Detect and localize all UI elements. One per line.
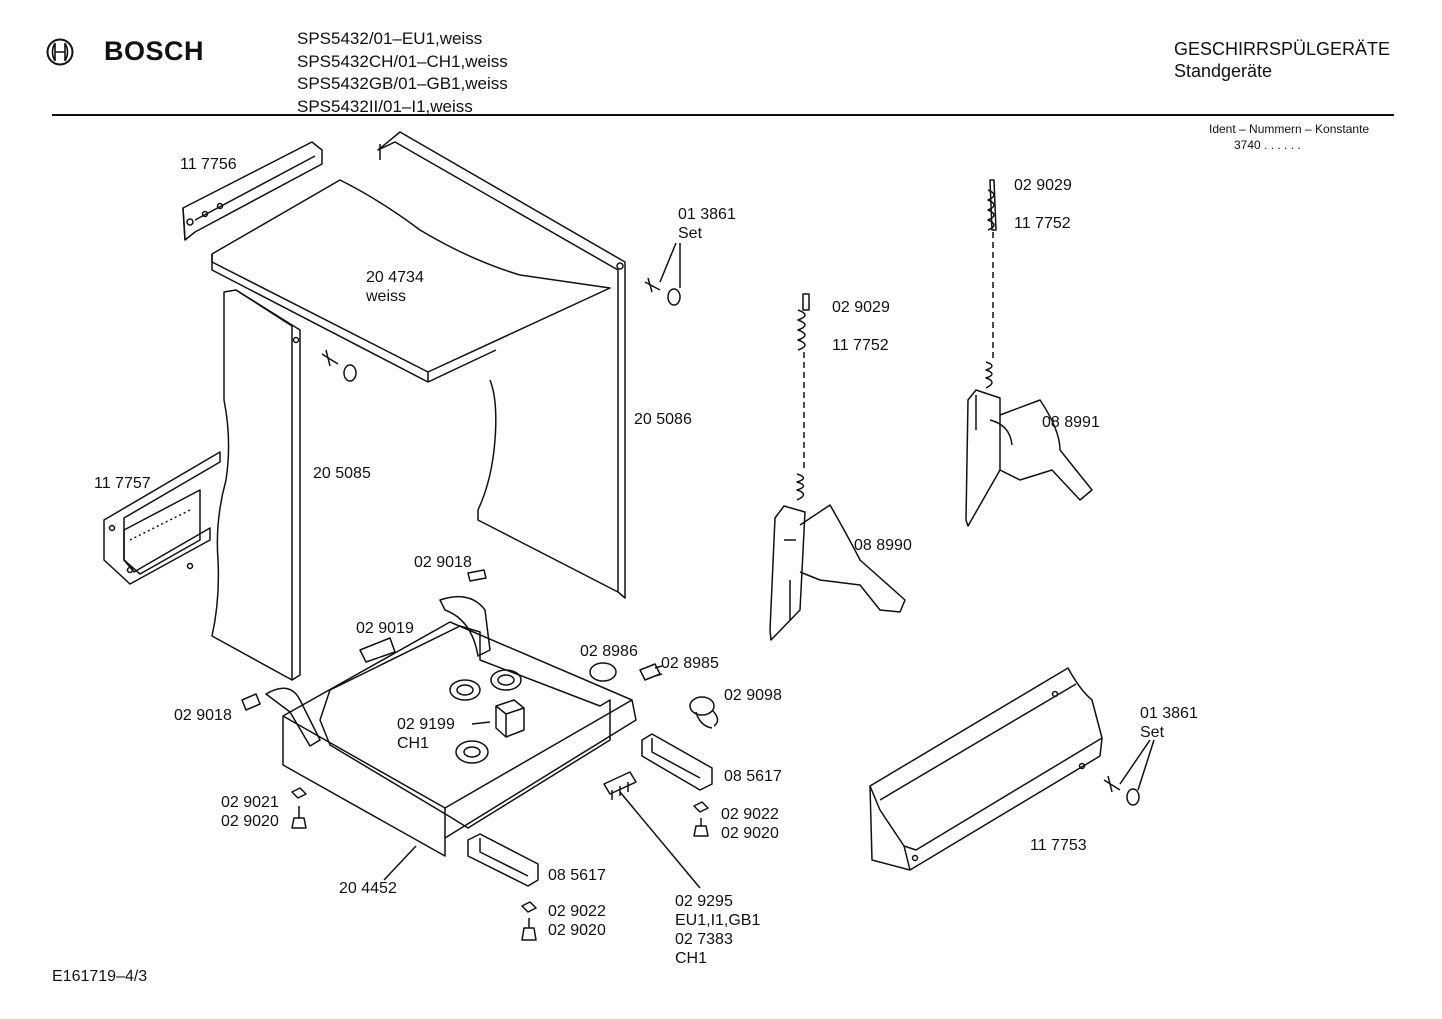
part-label: 02 9019 [356,620,414,637]
model-list: SPS5432/01–EU1,weiss SPS5432CH/01–CH1,we… [297,28,508,118]
part-label: 02 7383 [675,931,733,948]
part-label: 02 9018 [414,554,472,571]
part-label: 02 9020 [548,922,606,939]
worktop-panel-part [211,179,611,383]
cap-part [589,662,617,682]
part-note: EU1,I1,GB1 [675,912,761,929]
part-label: 11 7756 [180,156,237,173]
part-label: 02 9029 [832,299,890,316]
capacitor-part [689,696,719,729]
kickplate-screw-cap-part [1103,739,1155,806]
model-line: SPS5432GB/01–GB1,weiss [297,74,508,93]
part-label: 02 9199 [397,716,455,733]
part-label: 02 9018 [174,707,232,724]
float-switch-part [359,637,396,663]
part-label: 08 5617 [548,867,606,884]
part-label: 20 5085 [313,465,371,482]
model-line: SPS5432II/01–I1,weiss [297,96,473,116]
foot-screw-left-part [291,787,307,829]
door-hinge-left-part [769,293,906,641]
model-line: SPS5432/01–EU1,weiss [297,29,483,48]
side-panel-part [211,289,301,681]
category-block: GESCHIRRSPÜLGERÄTE Standgeräte [1174,38,1390,82]
part-label: 11 7752 [832,337,889,354]
part-label: 02 9022 [721,806,779,823]
part-label: 11 7757 [94,475,151,492]
part-label: 20 4734 [366,269,424,286]
part-label: 11 7752 [1014,215,1071,232]
part-label: 02 8986 [580,643,638,660]
part-note: CH1 [397,735,430,752]
part-note: CH1 [675,950,708,967]
brand-name: BOSCH [104,36,205,66]
category-title: GESCHIRRSPÜLGERÄTE [1173,39,1390,59]
part-label: 11 7753 [1030,837,1087,854]
part-label: 02 9020 [221,813,279,830]
part-note: Set [678,225,703,242]
part-label: 01 3861 [1140,705,1198,722]
ident-block: Ident – Nummern – Konstante 3740 . . . .… [1209,121,1369,153]
header-divider [52,114,1394,116]
foot-screw-bottom-part [521,901,537,941]
part-label: 08 5617 [724,768,782,785]
part-label: 02 8985 [661,655,719,672]
bosch-armature-logo-icon [46,38,74,66]
worktop-screw-cap-part [321,349,357,382]
part-label: 01 3861 [678,206,736,223]
part-label: 20 5086 [634,411,692,428]
model-line: SPS5432CH/01–CH1,weiss [297,51,508,71]
part-note: weiss [366,288,407,305]
base-frame-leader-line [383,845,417,881]
subcategory-title: Standgeräte [1173,61,1273,81]
relay-part [471,699,525,738]
pin-part [467,569,487,582]
rear-wall-panel-part [377,131,626,599]
part-label: 20 4452 [339,880,397,897]
part-label: 08 8991 [1042,414,1100,431]
top-rail-bracket-part [182,141,323,241]
kickplate-part [869,667,1103,871]
part-label: 08 8990 [854,537,912,554]
part-label: 02 9020 [721,825,779,842]
base-frame-part [265,595,637,857]
ident-label: Ident – Nummern – Konstante [1209,122,1370,136]
terminal-block-part [603,771,701,889]
ident-value: 3740 . . . . . . [1234,138,1301,152]
part-label: 02 9021 [221,794,279,811]
part-label: 02 9029 [1014,177,1072,194]
drawing-code: E161719–4/3 [52,968,148,985]
foot-screw-right-part [693,801,709,837]
sensor-part [639,663,663,681]
clip-part [241,693,261,711]
part-note: Set [1140,724,1165,741]
part-label: 02 9098 [724,687,782,704]
door-hinge-right-part [965,179,1093,527]
part-label: 02 9295 [675,893,733,910]
screw-cap-set-part [644,242,681,306]
front-support-bracket-part [103,451,221,585]
foot-guide-right-part [641,733,713,791]
part-label: 02 9022 [548,903,606,920]
foot-guide-bottom-part [467,833,539,887]
